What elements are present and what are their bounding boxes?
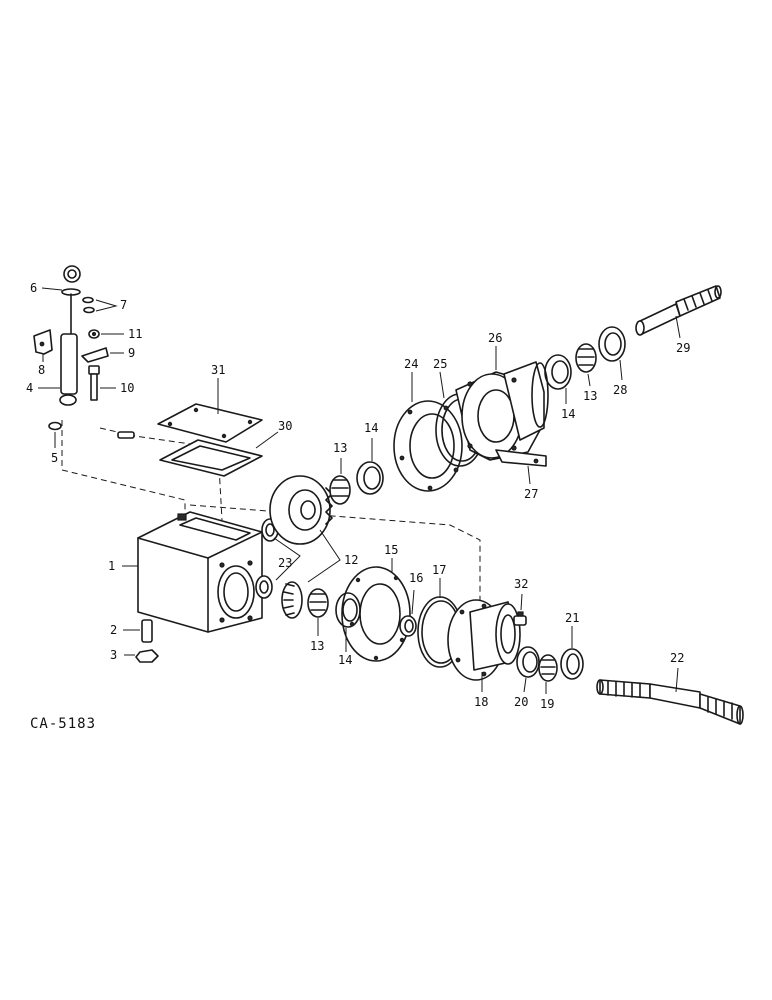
part-30-gasket <box>159 439 263 477</box>
callout-14c: 14 <box>561 407 575 421</box>
part-9-bracket <box>81 347 109 363</box>
callout-19: 19 <box>540 697 554 711</box>
callout-26: 26 <box>488 331 502 345</box>
part-10-bolt <box>88 365 100 401</box>
part-12-bevel-gear-pinion <box>281 581 303 619</box>
part-16-seal <box>399 615 417 637</box>
callout-11: 11 <box>128 327 142 341</box>
callout-13a: 13 <box>333 441 347 455</box>
diagram-code: CA-5183 <box>30 716 96 732</box>
callout-30: 30 <box>278 419 292 433</box>
part-13-bearing-right <box>575 343 597 373</box>
callout-18: 18 <box>474 695 488 709</box>
gearbox-housing <box>137 511 263 633</box>
part-31-cover-plate <box>157 403 263 443</box>
callout-31: 31 <box>211 363 225 377</box>
part-22-output-shaft <box>596 679 744 725</box>
callout-27: 27 <box>524 487 538 501</box>
callout-14a: 14 <box>364 421 378 435</box>
part-13-bearing-lower <box>307 588 329 618</box>
part-12-bevel-gear-large <box>269 475 333 545</box>
callout-7: 7 <box>120 298 127 312</box>
callout-9: 9 <box>128 346 135 360</box>
callout-14b: 14 <box>338 653 352 667</box>
part-13-bearing-upper <box>329 475 351 505</box>
part-26-bearing-carrier <box>455 361 549 461</box>
callout-5: 5 <box>51 451 58 465</box>
callout-24: 24 <box>404 357 418 371</box>
part-27-mount-bracket <box>495 449 547 467</box>
callout-21: 21 <box>565 611 579 625</box>
part-29-input-shaft <box>635 285 722 336</box>
part-15-gasket <box>341 566 411 662</box>
callout-8: 8 <box>38 363 45 377</box>
callout-23: 23 <box>278 556 292 570</box>
callout-28: 28 <box>613 383 627 397</box>
part-7-washers <box>82 296 95 314</box>
dipstick-assembly <box>59 265 81 406</box>
callout-22: 22 <box>670 651 684 665</box>
callout-13c: 13 <box>583 389 597 403</box>
part-24-gasket <box>393 400 463 492</box>
callout-6: 6 <box>30 281 37 295</box>
callout-32: 32 <box>514 577 528 591</box>
callout-13b: 13 <box>310 639 324 653</box>
callout-2: 2 <box>110 623 117 637</box>
callout-16: 16 <box>409 571 423 585</box>
part-20-cup <box>516 646 540 678</box>
callout-3: 3 <box>110 648 117 662</box>
part-8-clip <box>33 329 53 355</box>
breather-fitting <box>117 431 135 439</box>
part-14-cup-upper <box>356 461 384 495</box>
part-3-nut <box>135 649 159 663</box>
part-14-cup-lower <box>335 592 361 628</box>
part-18-output-carrier <box>447 599 521 681</box>
part-28-seal <box>598 326 626 362</box>
part-11-nut <box>88 329 100 339</box>
part-21-seal <box>560 648 584 680</box>
part-23-bearings <box>255 518 279 599</box>
callout-17: 17 <box>432 563 446 577</box>
callout-29: 29 <box>676 341 690 355</box>
callout-4: 4 <box>26 381 33 395</box>
callout-10: 10 <box>120 381 134 395</box>
part-2-pin <box>141 619 153 643</box>
callout-1: 1 <box>108 559 115 573</box>
part-14-cup-right <box>544 354 572 390</box>
callout-12: 12 <box>344 553 358 567</box>
callout-20: 20 <box>514 695 528 709</box>
part-5-o-ring <box>48 421 62 431</box>
callout-15: 15 <box>384 543 398 557</box>
callout-25: 25 <box>433 357 447 371</box>
part-32-fitting <box>513 611 527 626</box>
part-19-bearing <box>538 654 558 682</box>
